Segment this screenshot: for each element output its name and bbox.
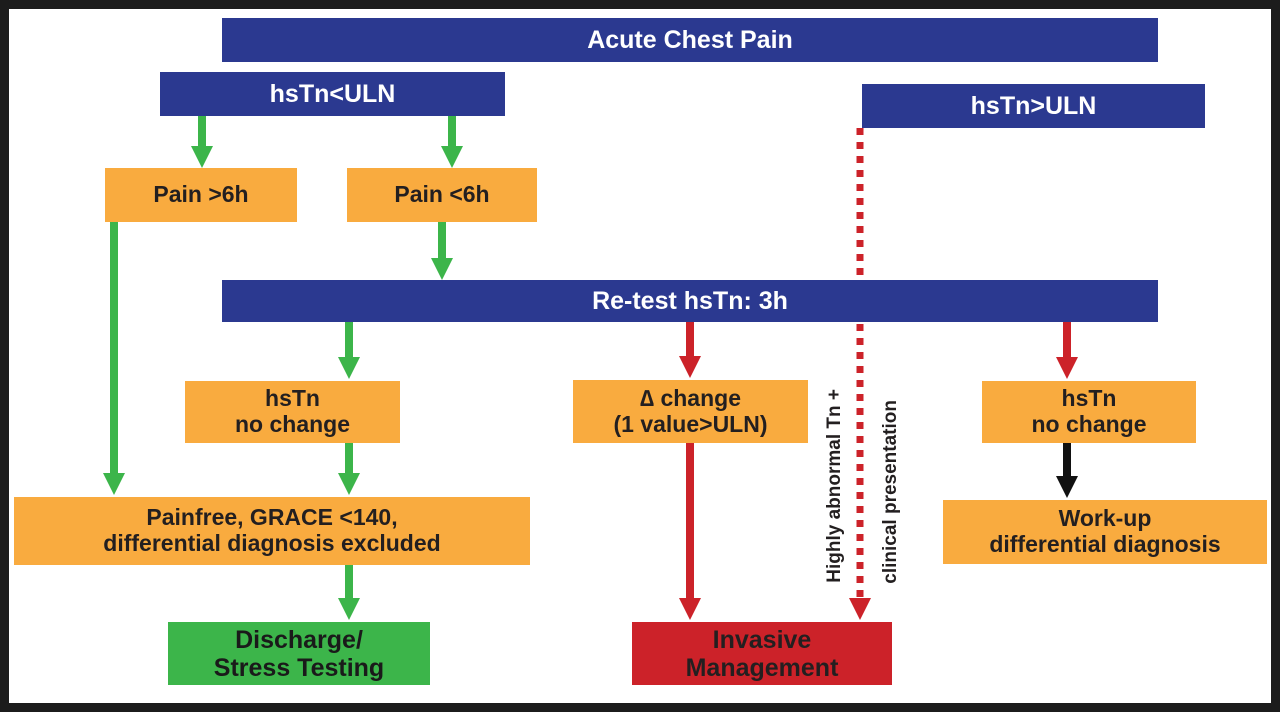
vertical-label-clinical-presentation: clinical presentation — [880, 400, 901, 584]
node-delta-change[interactable]: ∆ change (1 value>ULN) — [573, 380, 808, 443]
arrow-retest-to-hstn-no-change-left — [336, 320, 362, 381]
node-label-workup-differential: Work-up differential diagnosis — [989, 505, 1221, 557]
node-pain-under-6h[interactable]: Pain <6h — [347, 168, 537, 222]
arrow-hstn-high-to-invasive — [847, 126, 873, 622]
node-label-hstn-no-change-right: hsTn no change — [1031, 385, 1147, 437]
node-label-hstn-no-change-left: hsTn no change — [234, 385, 350, 437]
arrow-hstn-no-change-left-to-painfree — [336, 441, 362, 497]
node-label-delta-change: ∆ change (1 value>ULN) — [613, 384, 768, 437]
arrow-pain-over-6h-to-painfree — [101, 220, 127, 497]
node-label-discharge-stress-test: Discharge/ Stress Testing — [213, 625, 385, 682]
node-label-hstn-below-uln: hsTn<ULN — [269, 80, 396, 108]
arrow-hstn-no-change-right-to-workup — [1054, 441, 1080, 500]
node-acute-chest-pain[interactable]: Acute Chest Pain — [222, 18, 1158, 62]
arrow-retest-to-hstn-no-change-right — [1054, 320, 1080, 381]
node-hstn-below-uln[interactable]: hsTn<ULN — [160, 72, 505, 116]
node-invasive-management[interactable]: Invasive Management — [632, 622, 892, 685]
node-label-retest-hstn-3h: Re-test hsTn: 3h — [592, 287, 788, 315]
node-hstn-no-change-left[interactable]: hsTn no change — [185, 381, 400, 443]
arrow-delta-change-to-invasive — [677, 441, 703, 622]
node-hstn-above-uln[interactable]: hsTn>ULN — [862, 84, 1205, 128]
flowchart-stage: Highly abnormal Tn + clinical presentatio… — [9, 9, 1271, 703]
node-pain-over-6h[interactable]: Pain >6h — [105, 168, 297, 222]
arrow-pain-under-6h-to-retest — [429, 220, 455, 282]
node-label-invasive-management: Invasive Management — [685, 625, 839, 682]
node-discharge-stress-test[interactable]: Discharge/ Stress Testing — [168, 622, 430, 685]
node-workup-differential[interactable]: Work-up differential diagnosis — [943, 500, 1267, 564]
arrow-hstn-low-to-pain-over-6h — [189, 114, 215, 170]
node-label-pain-under-6h: Pain <6h — [394, 181, 490, 208]
node-retest-hstn-3h[interactable]: Re-test hsTn: 3h — [222, 280, 1158, 322]
arrow-hstn-low-to-pain-under-6h — [439, 114, 465, 170]
arrow-painfree-to-discharge — [336, 563, 362, 622]
node-hstn-no-change-right[interactable]: hsTn no change — [982, 381, 1196, 443]
node-painfree-grace[interactable]: Painfree, GRACE <140, differential diagn… — [14, 497, 530, 565]
node-label-acute-chest-pain: Acute Chest Pain — [587, 26, 793, 54]
node-label-hstn-above-uln: hsTn>ULN — [970, 92, 1097, 120]
node-label-pain-over-6h: Pain >6h — [153, 181, 249, 208]
vertical-label-highly-abnormal-tn: Highly abnormal Tn + — [824, 389, 845, 583]
node-label-painfree-grace: Painfree, GRACE <140, differential diagn… — [103, 504, 441, 556]
arrow-retest-to-delta-change — [677, 320, 703, 380]
